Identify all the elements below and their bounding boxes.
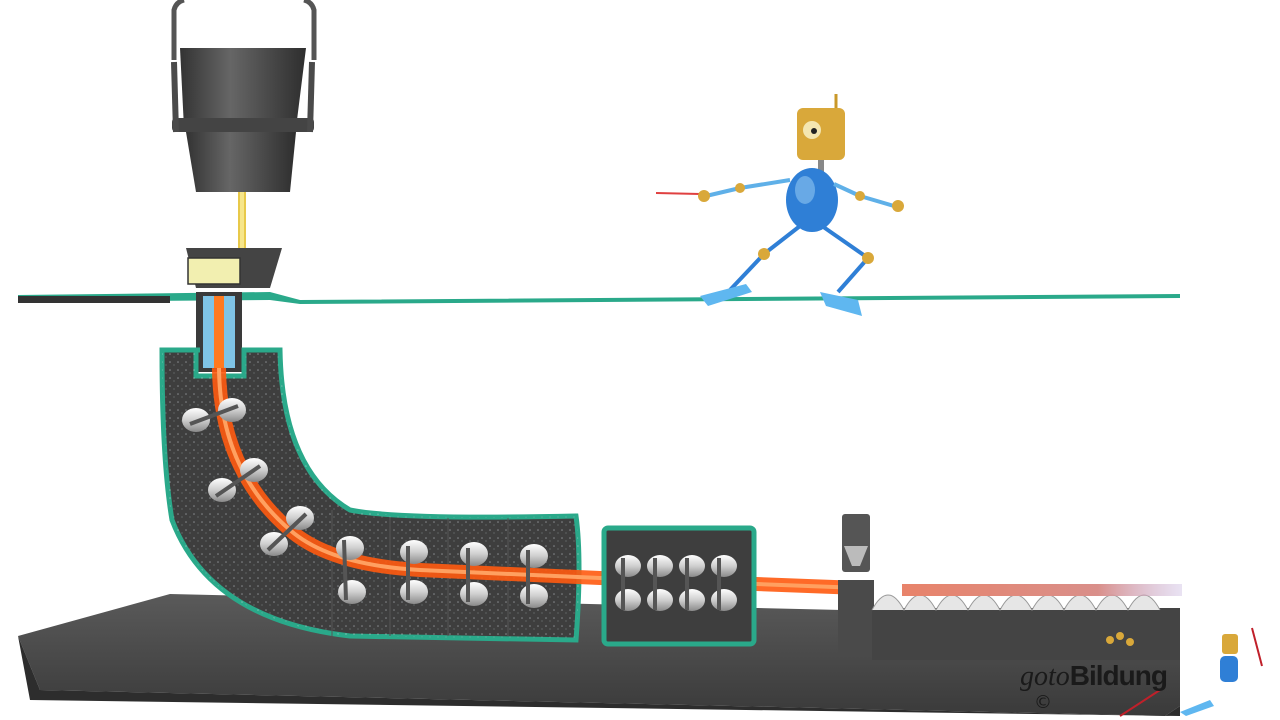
casting-platform	[18, 292, 1180, 304]
withdrawal-unit	[601, 525, 757, 647]
roller-icon	[711, 555, 737, 611]
robot-mascot-small-icon	[1106, 627, 1263, 717]
roller-icon	[679, 555, 705, 611]
roller-icon	[182, 398, 246, 432]
logo-prefix: goto	[1020, 661, 1070, 692]
copyright-mark: ©	[1034, 692, 1052, 713]
bend-rollers	[182, 398, 548, 608]
roller-icon	[208, 458, 268, 502]
mould-icon	[196, 292, 242, 372]
logo-brand: Bildung	[1069, 660, 1168, 691]
cut-slab	[902, 584, 1182, 596]
torch-cutter-icon	[838, 514, 874, 656]
tundish-icon	[186, 248, 282, 288]
roller-icon	[647, 555, 673, 611]
watermark-logo: gotoBildung	[1020, 660, 1168, 693]
roller-icon	[260, 506, 314, 556]
roller-icon	[615, 555, 641, 611]
runout-table	[871, 584, 1182, 660]
roller-icon	[460, 542, 488, 606]
roller-icon	[520, 544, 548, 608]
molten-steel-stream	[238, 192, 246, 252]
roller-icon	[336, 536, 366, 604]
robot-mascot-icon	[655, 94, 904, 316]
ladle-icon	[171, 0, 317, 192]
roller-icon	[400, 540, 428, 604]
